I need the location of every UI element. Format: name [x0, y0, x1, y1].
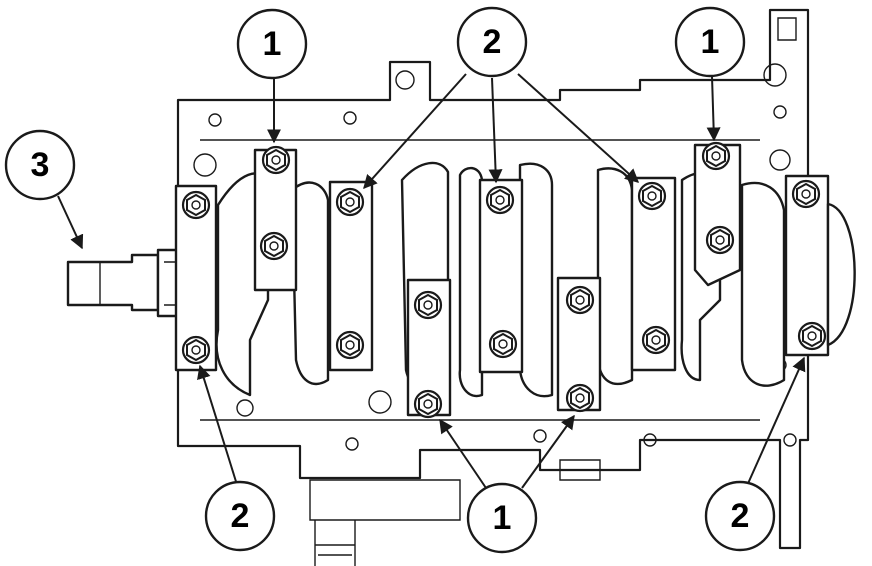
counterweights [215, 161, 786, 398]
callout-label: 2 [231, 497, 250, 535]
crankshaft-nose [66, 248, 182, 318]
callout-label: 3 [31, 146, 50, 184]
callout-1-bottom-center: 1 [466, 482, 538, 554]
callout-label: 1 [263, 25, 282, 63]
callout-2-bottom-right: 2 [704, 480, 776, 552]
callout-1-top-right: 1 [674, 6, 746, 78]
callout-2-bottom-left: 2 [204, 480, 276, 552]
callout-label: 1 [493, 499, 512, 537]
callout-2-top-center: 2 [456, 6, 528, 78]
callout-label: 2 [483, 23, 502, 61]
callout-3-left: 3 [4, 129, 76, 201]
main-bearing-caps [174, 174, 856, 374]
callout-label: 1 [701, 23, 720, 61]
callout-label: 2 [731, 497, 750, 535]
leader-lines [57, 73, 806, 489]
callout-1-top-left: 1 [236, 8, 308, 80]
